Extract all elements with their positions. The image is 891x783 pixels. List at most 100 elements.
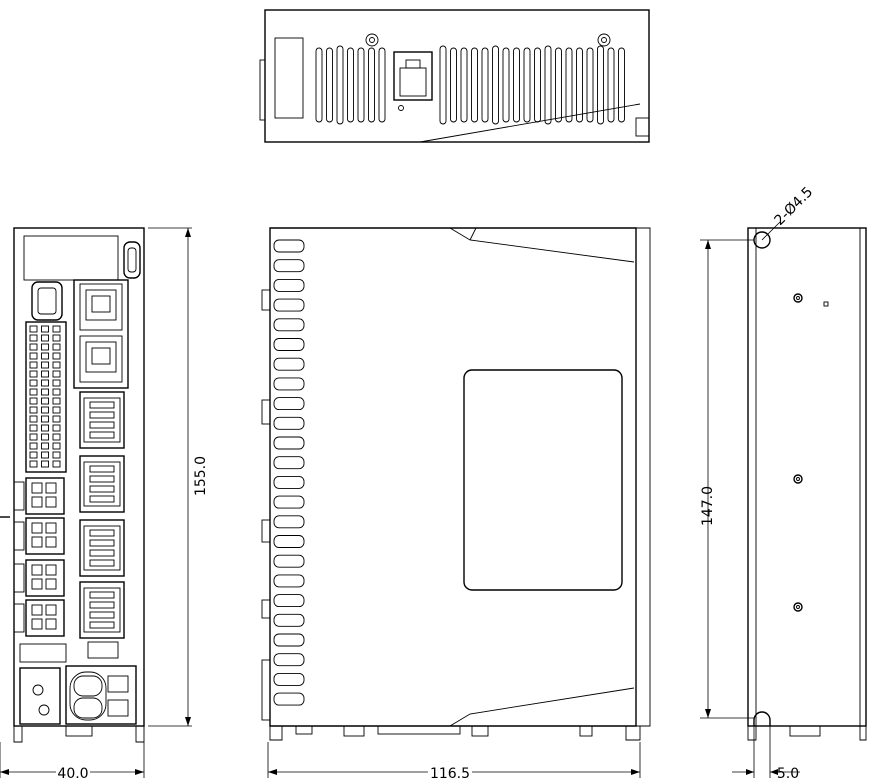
io-pin	[52, 343, 61, 351]
io-pin	[41, 424, 49, 432]
top-view-label-plate	[274, 37, 304, 119]
vent-slot	[357, 47, 365, 123]
ethernet-port-1	[79, 283, 123, 331]
io-pin	[29, 343, 38, 351]
vent-slot	[481, 47, 489, 123]
io-pin	[41, 370, 49, 378]
terminal-block	[79, 581, 125, 639]
power-connector	[25, 477, 65, 515]
io-pin	[52, 451, 61, 459]
io-pin	[41, 442, 49, 450]
io-pin	[29, 451, 38, 459]
io-pin	[41, 433, 49, 441]
top-ethernet-port	[393, 51, 433, 101]
vent-slot	[471, 47, 478, 123]
left-power-connectors	[13, 477, 65, 637]
cooling-fin	[273, 377, 305, 391]
vent-slot	[502, 47, 510, 123]
side-dimensions: 116.5	[267, 742, 641, 782]
terminal-block	[79, 519, 125, 577]
cooling-fin	[273, 357, 305, 371]
io-pin	[29, 460, 38, 468]
terminal-blocks	[79, 391, 125, 639]
mounting-view	[747, 227, 867, 741]
cooling-fin	[273, 515, 305, 529]
power-connector	[25, 559, 65, 597]
io-pin	[29, 442, 38, 450]
io-pin	[41, 415, 49, 423]
cooling-fin	[273, 338, 305, 351]
cooling-fin	[273, 692, 305, 706]
vent-slot	[492, 45, 499, 125]
io-pin	[52, 334, 61, 342]
top-screw-right	[597, 33, 611, 47]
cooling-fin	[273, 475, 305, 489]
cooling-fin	[273, 554, 305, 568]
top-vent-slots	[315, 45, 625, 125]
io-pin	[52, 406, 61, 414]
ground-terminal	[19, 667, 61, 725]
vent-slot	[450, 47, 457, 123]
vent-slot	[378, 47, 386, 123]
io-pin	[52, 460, 61, 468]
cooling-fin	[273, 535, 305, 548]
vent-slot	[523, 47, 531, 123]
io-pin	[41, 460, 49, 468]
usb-port	[123, 241, 141, 279]
vent-slot	[460, 47, 468, 123]
vent-slot	[586, 47, 594, 123]
vent-slot	[555, 47, 562, 123]
io-pin	[52, 361, 61, 369]
cooling-fin	[273, 653, 305, 667]
vent-slot	[347, 47, 354, 123]
front-dimensions: 155.0 40.0	[0, 227, 209, 782]
mounting-view-outline	[747, 227, 867, 727]
ethernet-block	[73, 279, 129, 389]
io-pin	[41, 451, 49, 459]
fuse-holder	[87, 641, 119, 659]
power-terminal	[65, 665, 137, 725]
io-pin	[41, 406, 49, 414]
side-cooling-fins	[273, 239, 305, 706]
io-pin	[41, 334, 49, 342]
terminal-block	[79, 391, 125, 449]
io-pin	[52, 424, 61, 432]
vent-slot	[326, 47, 333, 123]
vent-slot	[618, 47, 625, 123]
io-pin	[52, 388, 61, 396]
io-pin	[41, 379, 49, 387]
io-pin	[41, 361, 49, 369]
front-height-dim: 155.0	[193, 456, 209, 496]
small-connector	[31, 281, 63, 321]
vent-slot	[576, 47, 583, 123]
io-pin	[29, 370, 38, 378]
vent-slot	[336, 45, 344, 125]
io-pin	[52, 370, 61, 378]
io-pin	[41, 388, 49, 396]
vent-slot	[597, 45, 604, 125]
mount-offset-dim: 5.0	[777, 766, 799, 782]
front-width-dim: 40.0	[57, 766, 88, 782]
cooling-fin	[273, 416, 305, 430]
io-pin	[29, 388, 38, 396]
cooling-fin	[273, 259, 305, 273]
cooling-fin	[273, 594, 305, 608]
io-pin	[29, 406, 38, 414]
vent-slot	[607, 47, 615, 123]
io-pin	[41, 397, 49, 405]
io-pin-grid	[29, 325, 61, 468]
vent-slot	[544, 45, 552, 125]
side-depth-dim: 116.5	[430, 766, 470, 782]
cooling-fin	[273, 672, 305, 686]
vent-slot	[439, 45, 447, 125]
vent-slot	[368, 47, 375, 123]
cooling-fin	[273, 456, 305, 470]
side-view-outline	[269, 227, 637, 727]
side-view	[261, 227, 651, 741]
io-pin	[41, 343, 49, 351]
io-pin	[29, 397, 38, 405]
vent-slot	[315, 47, 323, 123]
cooling-fin	[273, 397, 305, 411]
